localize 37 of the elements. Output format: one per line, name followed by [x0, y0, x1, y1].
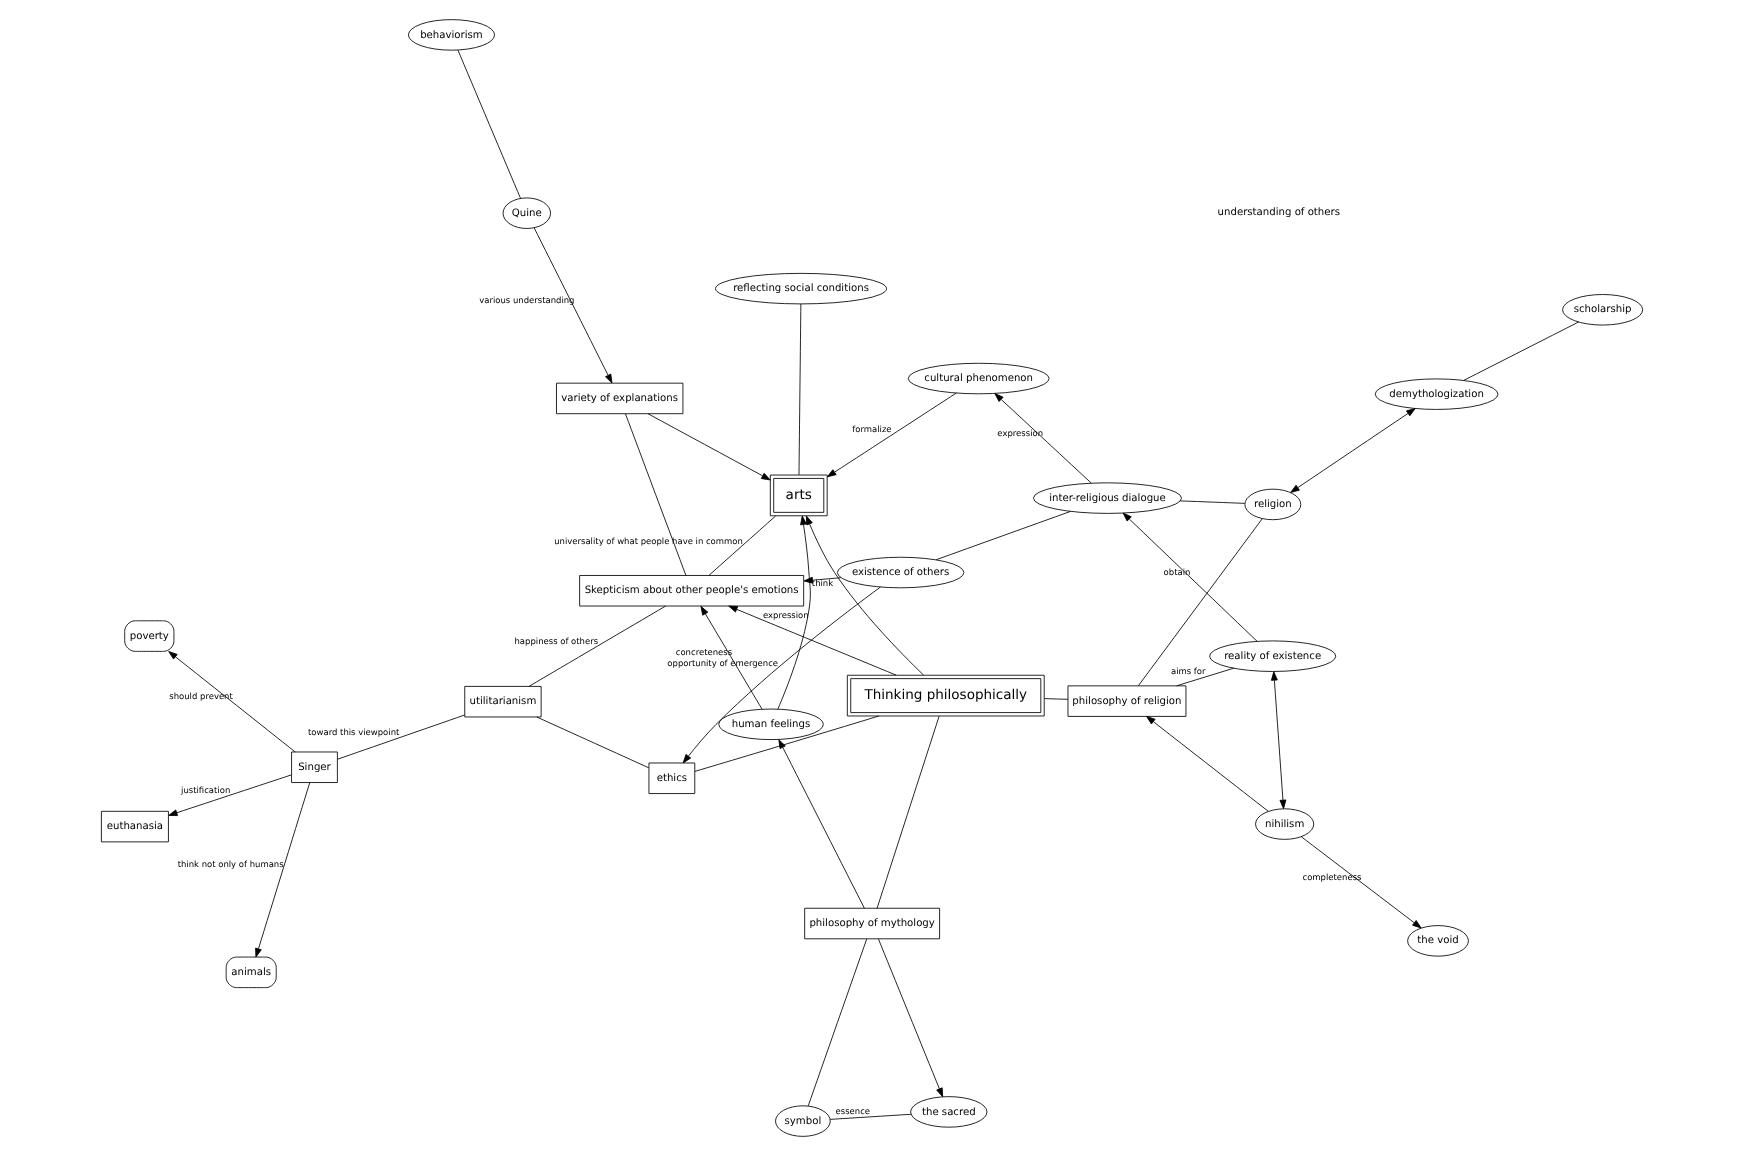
arrow	[700, 605, 763, 710]
arrow	[777, 515, 811, 710]
arrow	[1290, 408, 1416, 493]
connector	[798, 303, 802, 476]
arrow	[1122, 512, 1258, 642]
connector	[1138, 518, 1263, 687]
connector	[337, 714, 466, 760]
connector	[935, 511, 1071, 561]
arrow	[1146, 716, 1269, 812]
connector	[1463, 321, 1579, 381]
connector	[457, 49, 521, 199]
arrow	[533, 227, 613, 384]
arrow	[778, 739, 865, 909]
connector	[829, 1113, 912, 1120]
connector	[1176, 667, 1235, 687]
arrow	[803, 576, 842, 584]
connector	[694, 715, 880, 772]
arrow	[255, 782, 311, 958]
connector	[528, 605, 667, 687]
connector	[1044, 698, 1069, 700]
connector	[708, 515, 776, 576]
connector	[625, 413, 687, 576]
arrow	[1300, 836, 1422, 929]
connector	[1179, 500, 1246, 504]
connector	[807, 938, 868, 1107]
arrow	[878, 938, 944, 1098]
arrow	[168, 651, 296, 753]
connector	[536, 716, 650, 769]
arrow	[1271, 671, 1287, 810]
arrow	[682, 586, 881, 764]
arrow	[728, 605, 897, 676]
connector	[876, 715, 940, 909]
arrow	[168, 774, 292, 817]
arrow	[805, 515, 924, 676]
arrow	[826, 392, 957, 478]
arrow	[647, 413, 771, 481]
arrow	[994, 393, 1092, 484]
